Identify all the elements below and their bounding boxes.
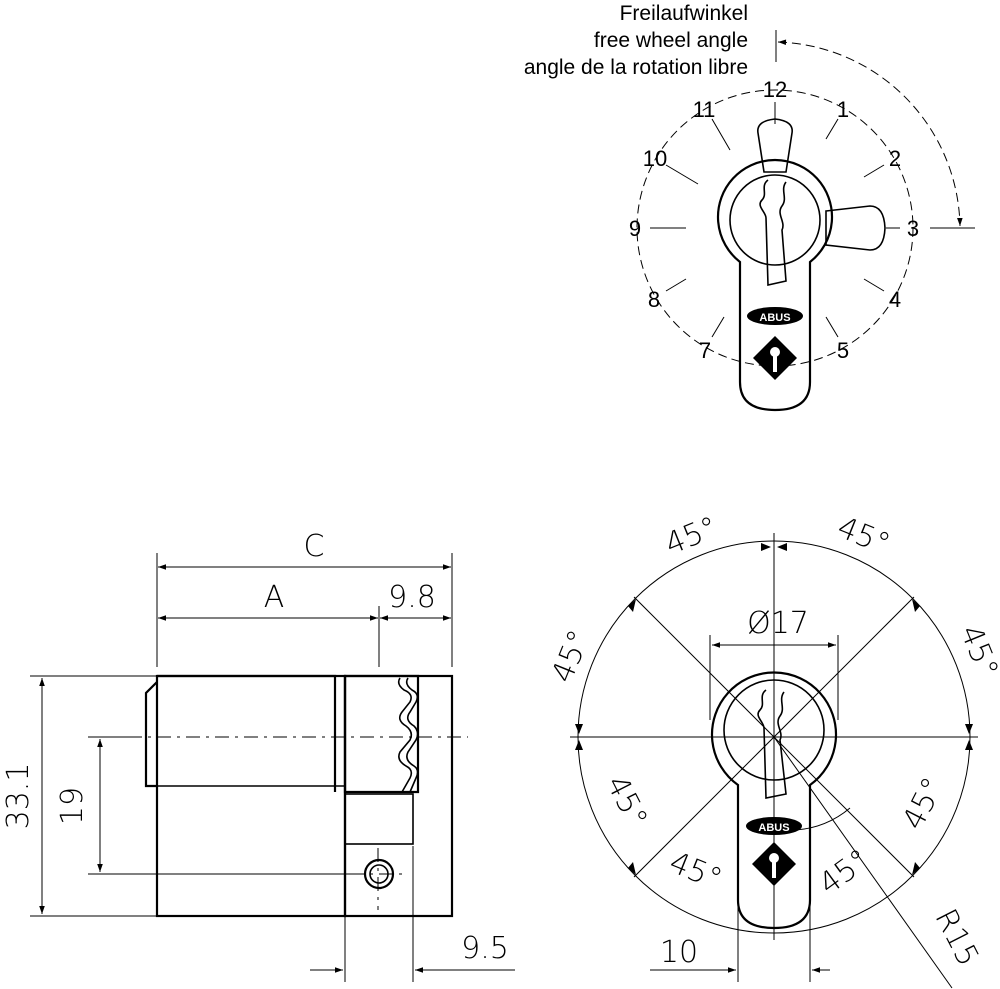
- angle-label-top-left: 45°: [660, 510, 722, 562]
- clock-number-8: 8: [648, 287, 660, 312]
- clock-number-4: 4: [889, 287, 901, 312]
- clock-number-9: 9: [629, 216, 641, 241]
- clock-number-2: 2: [889, 146, 901, 171]
- dim-label-R15: R15: [927, 903, 985, 971]
- angle-label-top-right: 45°: [832, 510, 894, 562]
- cam-position-3: [825, 205, 886, 251]
- clock-number-3: 3: [907, 216, 919, 241]
- dial-ticks: [650, 102, 900, 338]
- front-cylinder-profile: [710, 671, 838, 930]
- title-line-en: free wheel angle: [594, 29, 748, 52]
- front-view-drawing: ABUS Ø17 10 45° 45° 45° 45° 45° 45° 45° …: [545, 510, 1000, 989]
- cylinder-front-step: [144, 681, 158, 788]
- dim-label-9-8: 9.8: [388, 580, 436, 615]
- clock-number-1: 1: [837, 97, 849, 122]
- cam-housing: [343, 674, 454, 918]
- keyway: [759, 179, 787, 286]
- title-line-de: Freilaufwinkel: [620, 2, 748, 25]
- dim-label-C: C: [304, 529, 325, 564]
- cylinder-body: [155, 674, 347, 918]
- clock-number-7: 7: [699, 338, 711, 363]
- abus-logo-front: [746, 817, 802, 835]
- abus-brand-top: ABUS: [759, 312, 790, 324]
- cylinder-profile: [716, 158, 834, 412]
- front-keyway: [757, 689, 787, 799]
- abus-brand-front: ABUS: [758, 822, 789, 834]
- abus-logo-top: [747, 307, 803, 325]
- clock-number-10: 10: [643, 146, 667, 171]
- dim-label-19: 19: [55, 787, 90, 825]
- dim-label-10: 10: [660, 935, 698, 970]
- dim-label-phi17: Ø17: [747, 606, 809, 641]
- clock-number-5: 5: [837, 338, 849, 363]
- cam-position-12: [757, 118, 793, 173]
- dim-label-33-1: 33.1: [1, 763, 36, 830]
- r15-leader: [773, 736, 953, 989]
- clock-number-11: 11: [693, 97, 716, 122]
- front-plug: [723, 679, 825, 781]
- dim-label-9-5: 9.5: [461, 931, 509, 966]
- free-wheel-angle-arc: [777, 39, 963, 227]
- angle-label-bottom-left: 45°: [664, 845, 726, 897]
- angle-label-bottom-right: 45°: [813, 843, 877, 903]
- side-view-drawing: C A 9.8 33.1 19: [1, 529, 515, 982]
- free-wheel-angle-diagram: Freilaufwinkel free wheel angle angle de…: [524, 2, 975, 412]
- angle-arrows: [575, 543, 973, 875]
- cam-teeth: [397, 677, 413, 793]
- clock-number-12: 12: [763, 77, 787, 102]
- cylinder-plug: [729, 174, 821, 266]
- angle-label-left-lower: 45°: [599, 770, 654, 833]
- dim-label-A: A: [264, 580, 285, 615]
- angle-label-right-lower: 45°: [896, 772, 951, 835]
- angle-label-left-upper: 45°: [545, 625, 597, 687]
- cam-block: [344, 793, 414, 845]
- title-line-fr: angle de la rotation libre: [524, 56, 748, 79]
